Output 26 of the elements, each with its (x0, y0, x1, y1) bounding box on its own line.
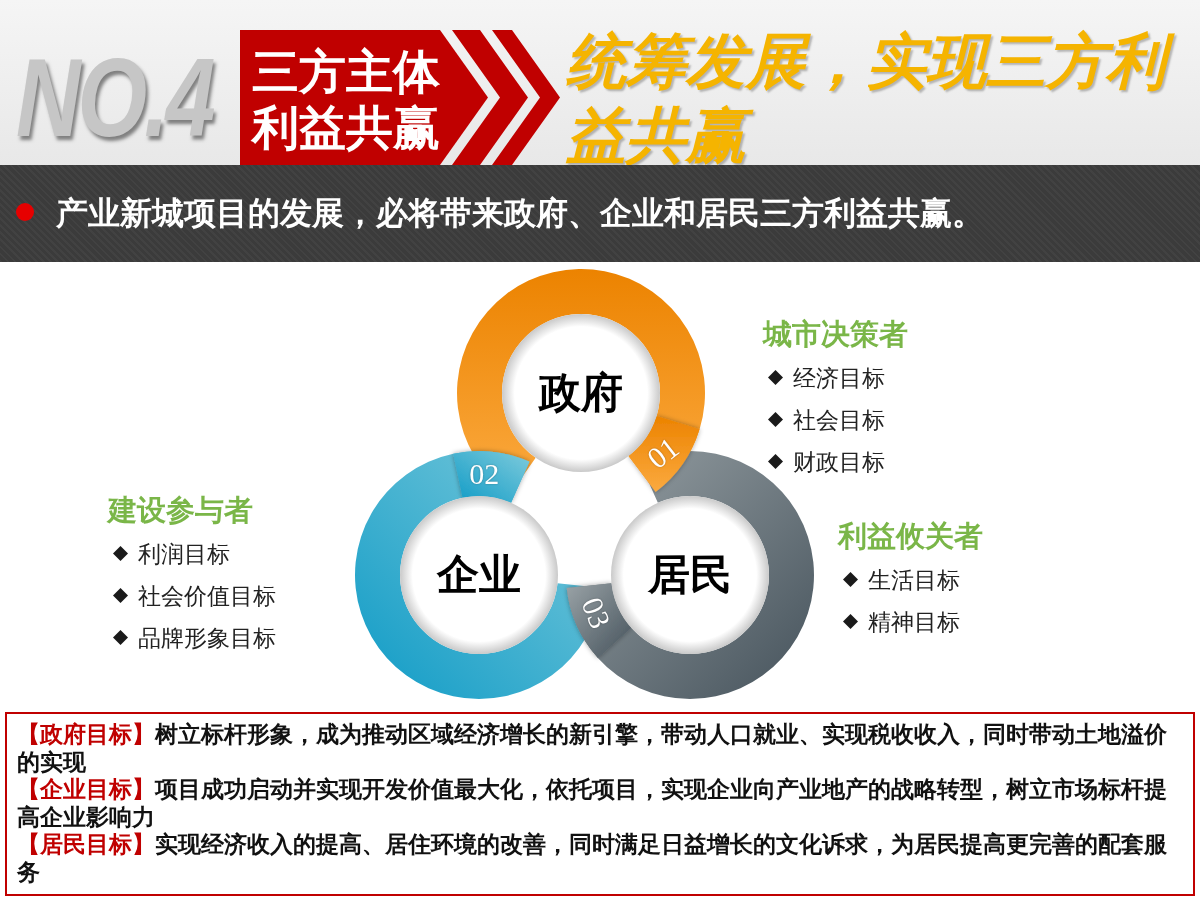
step-number: 03 (574, 591, 619, 635)
banner-text: 产业新城项目的发展，必将带来政府、企业和居民三方利益共赢。 (56, 193, 984, 234)
goal-text: 精神目标 (868, 608, 960, 637)
goal-paragraph: 【居民目标】实现经济收入的提高、居住环境的改善，同时满足日益增长的文化诉求，为居民提高更完善的配套服务 (17, 831, 1168, 886)
goals-box (5, 712, 1195, 896)
step-number: 01 (639, 429, 686, 477)
banner-band (0, 165, 1200, 262)
goal-text: 社会价值目标 (138, 582, 276, 611)
role-heading: 城市决策者 (763, 316, 908, 352)
step-number: 02 (468, 457, 501, 490)
goal-paragraph: 【政府目标】树立标杆形象，成为推动区域经济增长的新引擎，带动人口就业、实现税收收入，同时带动土地溢价的实现 (17, 721, 1168, 776)
goal-text: 经济目标 (793, 364, 885, 393)
party-name: 政府 (537, 367, 624, 419)
goal-paragraph: 【企业目标】项目成功启动并实现开发价值最大化，依托项目，实现企业向产业地产的战略转型，树立市场标杆提高企业影响力 (17, 776, 1168, 831)
goal-text: 品牌形象目标 (138, 624, 276, 653)
tag-text: 三方主体利益共赢 (252, 44, 441, 156)
party-name: 企业 (435, 549, 522, 601)
party-name: 居民 (647, 549, 733, 601)
goal-text: 生活目标 (868, 566, 960, 595)
slide-title: 统筹发展，实现三方利益共赢 (566, 24, 1188, 172)
goal-text: 财政目标 (793, 448, 885, 477)
role-heading: 建设参与者 (108, 492, 253, 528)
goal-text: 社会目标 (793, 406, 885, 435)
section-number: NO.4 (16, 42, 213, 154)
role-heading: 利益攸关者 (838, 518, 983, 554)
goal-text: 利润目标 (138, 540, 230, 569)
